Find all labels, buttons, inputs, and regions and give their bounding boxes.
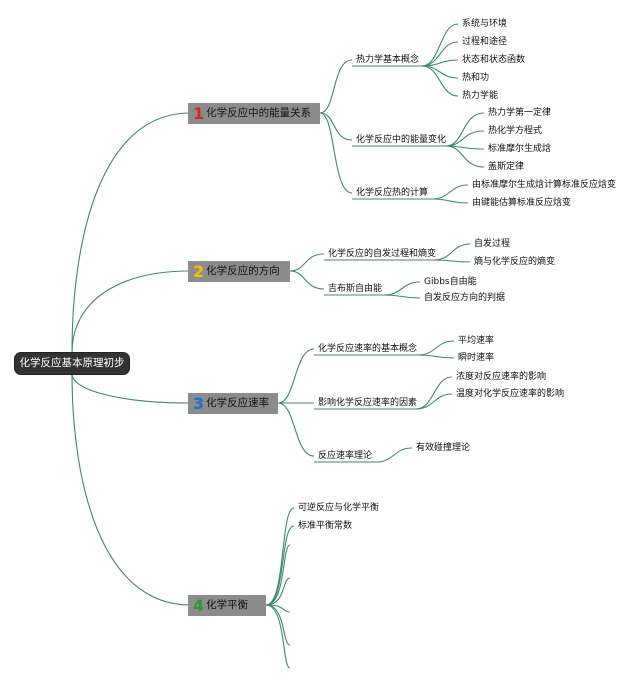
b2-sub1-label[interactable]: 化学反应的自发过程和熵变 [328,249,437,259]
b1-sub3-item-1[interactable]: 由标准摩尔生成焓计算标准反应焓变 [472,180,617,190]
connector-b3-s1 [277,348,315,404]
connector-root-b1 [71,112,191,354]
b1-sub2-item-4[interactable]: 盖斯定律 [488,162,525,172]
b2-sub2-item-1[interactable]: Gibbs自由能 [424,277,477,287]
b1-sub2-item-1[interactable]: 热力学第一定律 [488,108,552,118]
b1-sub1-item-3[interactable]: 状态和状态函数 [462,55,526,65]
b2-sub1-item-2[interactable]: 熵与化学反应的熵变 [474,257,556,267]
b4-sub1-label[interactable]: 可逆反应与化学平衡 [298,503,380,513]
connector-root-b4 [71,373,191,606]
b1-sub1-item-4[interactable]: 热和功 [462,73,490,83]
b1-sub1-item-1[interactable]: 系统与环境 [462,19,508,29]
b1-sub1-label[interactable]: 热力学基本概念 [356,55,420,65]
b3-sub3-label[interactable]: 反应速率理论 [318,451,373,461]
b3-sub1-item-1[interactable]: 平均速率 [458,336,495,346]
b1-sub3-label[interactable]: 化学反应热的计算 [356,188,429,198]
connector-b2-s2 [289,270,325,290]
branch-1-number: 1 [193,104,205,123]
branch-4-title: 化学平衡 [206,599,249,611]
branch-2-title: 化学反应的方向 [206,265,280,277]
b3-sub3-item-1[interactable]: 有效碰撞理论 [416,443,471,453]
connector-b2-s1 [289,253,325,272]
branch-3-number: 3 [193,394,205,413]
connector-b1-s1 [319,59,353,114]
connector-root-b2 [71,270,191,354]
b3-sub2-label[interactable]: 影响化学反应速率的因素 [318,398,418,408]
b3-sub2-item-2[interactable]: 温度对化学反应速率的影响 [456,389,565,399]
b1-sub2-label[interactable]: 化学反应中的能量变化 [356,135,447,145]
b2-sub1-item-1[interactable]: 自发过程 [474,239,511,249]
connector-b1-s3 [319,112,353,194]
b3-sub1-label[interactable]: 化学反应速率的基本概念 [318,344,418,354]
branch-4-number: 4 [193,596,205,615]
b1-sub1-item-2[interactable]: 过程和途径 [462,37,508,47]
b1-sub2-item-2[interactable]: 热化学方程式 [488,126,543,136]
connector-b4-s1 [265,507,295,606]
branch-1-title: 化学反应中的能量关系 [206,107,312,119]
connector-root-b3 [71,373,191,404]
root-node[interactable]: 化学反应基本原理初步 [15,353,129,374]
b2-sub2-item-2[interactable]: 自发反应方向的判据 [424,293,506,303]
connector-b4-s2 [265,525,295,606]
b3-sub1-item-2[interactable]: 瞬时速率 [458,353,495,363]
b1-sub3-item-2[interactable]: 由键能估算标准反应焓变 [472,198,572,208]
branch-3-title: 化学反应速率 [206,397,270,409]
b3-sub2-item-1[interactable]: 浓度对反应速率的影响 [456,372,547,382]
b1-sub2-item-3[interactable]: 标准摩尔生成焓 [488,144,552,154]
b4-sub2-label[interactable]: 标准平衡常数 [298,521,353,531]
b1-sub1-item-5[interactable]: 热力学能 [462,91,499,101]
connector-b3-s3 [277,402,315,457]
connector-b1-s2 [319,112,353,141]
b2-sub2-label[interactable]: 吉布斯自由能 [328,284,383,294]
branch-2-number: 2 [193,262,205,281]
